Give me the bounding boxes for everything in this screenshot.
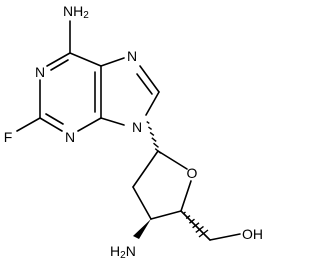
amino-group-bottom: H2N xyxy=(110,243,136,261)
bond-n3-c4 xyxy=(77,117,102,132)
bond-c6-n1 xyxy=(46,52,71,67)
atom-n3: N xyxy=(65,129,75,145)
bond-c2-n3 xyxy=(39,117,63,132)
hashed-bond-c4-c5prime xyxy=(182,211,209,238)
bond-c5-c6 xyxy=(69,52,102,67)
bond-c2-c1 xyxy=(132,150,159,188)
bond-n7-c8 xyxy=(139,65,160,93)
bonds xyxy=(16,20,241,241)
amino-group-top: NH2 xyxy=(63,3,89,21)
atom-fluorine: F xyxy=(4,129,13,145)
atom-labels: NH2 N N N N F O OH H2N xyxy=(4,3,263,261)
chemical-structure-diagram: NH2 N N N N F O OH H2N xyxy=(4,3,263,261)
bond-c8-n9 xyxy=(145,91,160,116)
bond-c2-n3-double xyxy=(45,113,64,125)
wedge-bond-c3-nh2 xyxy=(133,219,151,239)
bond-n7-c8-double xyxy=(136,73,153,95)
bond-c5-n7 xyxy=(100,57,125,67)
bond-c2-f xyxy=(16,117,41,132)
atom-n7: N xyxy=(127,48,137,64)
bond-c6-n1-double xyxy=(50,59,69,71)
bond-n9-c4 xyxy=(100,117,125,126)
bond-c5prime-oh xyxy=(209,233,241,241)
hashed-bond-c1-n9 xyxy=(146,121,162,154)
bond-c4-c3 xyxy=(150,210,182,220)
hydroxyl-group: OH xyxy=(242,226,263,242)
atom-ring-oxygen: O xyxy=(187,165,198,181)
atom-n1: N xyxy=(35,64,45,80)
bond-c3-c2 xyxy=(132,186,152,220)
bond-o4-c4 xyxy=(180,180,192,212)
atom-n9: N xyxy=(132,119,142,135)
bond-c1-o4 xyxy=(157,150,188,170)
stereo-bonds xyxy=(133,121,209,239)
